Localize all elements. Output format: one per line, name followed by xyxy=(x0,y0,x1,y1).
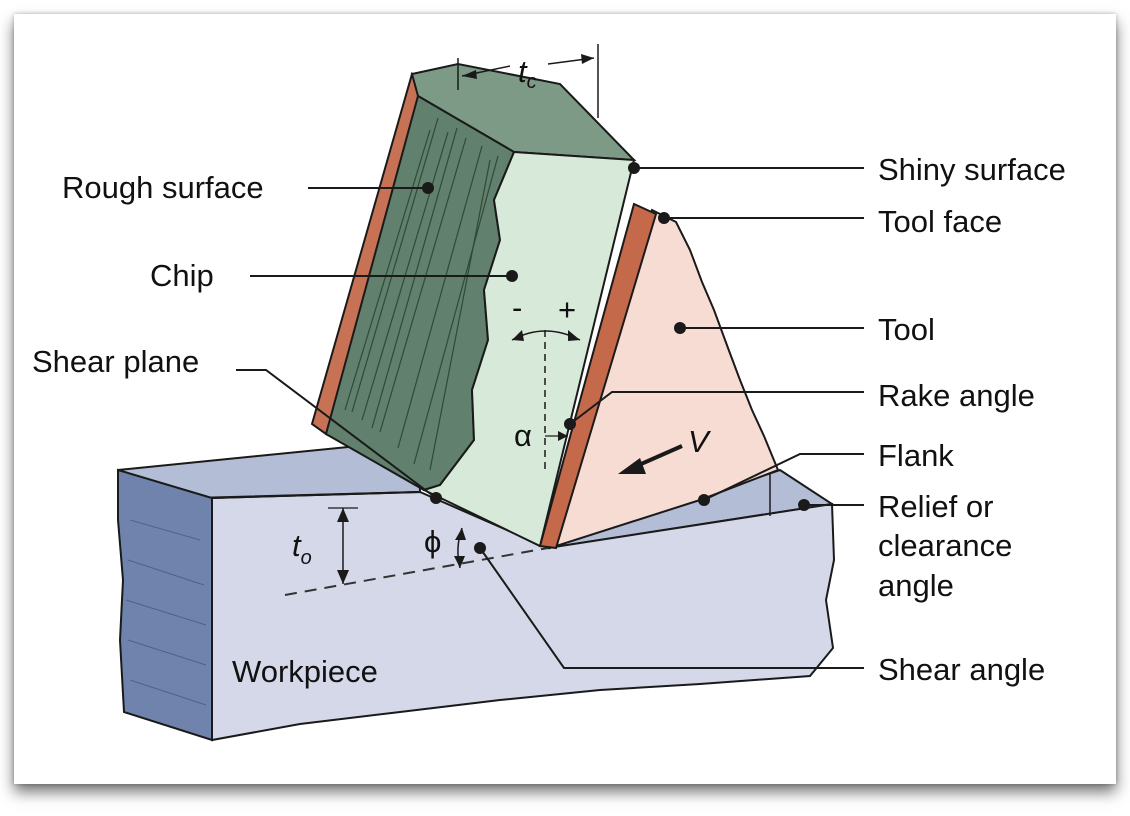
label-relief-line1: Relief or xyxy=(878,489,993,524)
minus-sign: - xyxy=(512,290,522,325)
label-tool: Tool xyxy=(878,312,935,347)
workpiece-block xyxy=(117,438,836,742)
rake-angle-marker: - + α xyxy=(511,290,581,470)
to-symbol: to xyxy=(292,528,312,569)
label-rake-angle: Rake angle xyxy=(878,378,1035,413)
label-workpiece: Workpiece xyxy=(232,654,378,689)
label-tool-face: Tool face xyxy=(878,204,1002,239)
label-shear-angle: Shear angle xyxy=(878,652,1045,687)
undeformed-thickness-dimension: to xyxy=(292,507,358,584)
label-rough-surface: Rough surface xyxy=(62,170,264,205)
chip-body xyxy=(310,62,637,548)
velocity-arrow: V xyxy=(618,424,712,474)
shear-plane-extension-line xyxy=(284,547,549,596)
label-shiny-surface: Shiny surface xyxy=(878,152,1066,187)
alpha-symbol: α xyxy=(514,418,532,453)
workpiece-front-face xyxy=(211,490,836,742)
chip-shiny-face xyxy=(421,150,636,548)
tool-body xyxy=(538,202,780,550)
chip-thickness-dimension: tc xyxy=(457,44,599,118)
workpiece-left-face xyxy=(117,468,213,742)
leader-dots xyxy=(422,162,810,554)
workpiece-top-edge xyxy=(211,491,421,499)
phi-symbol: ϕ xyxy=(424,524,441,559)
label-relief-line2: clearance xyxy=(878,528,1012,563)
velocity-symbol: V xyxy=(688,424,712,459)
tool-face-strip xyxy=(538,202,658,550)
shear-angle-marker: ϕ xyxy=(424,524,466,569)
label-relief-line3: angle xyxy=(878,568,954,603)
label-shear-plane: Shear plane xyxy=(32,344,199,379)
tc-symbol: tc xyxy=(518,54,537,93)
plus-sign: + xyxy=(558,292,576,327)
label-flank: Flank xyxy=(878,438,954,473)
label-chip: Chip xyxy=(150,258,214,293)
leader-lines xyxy=(236,167,864,669)
